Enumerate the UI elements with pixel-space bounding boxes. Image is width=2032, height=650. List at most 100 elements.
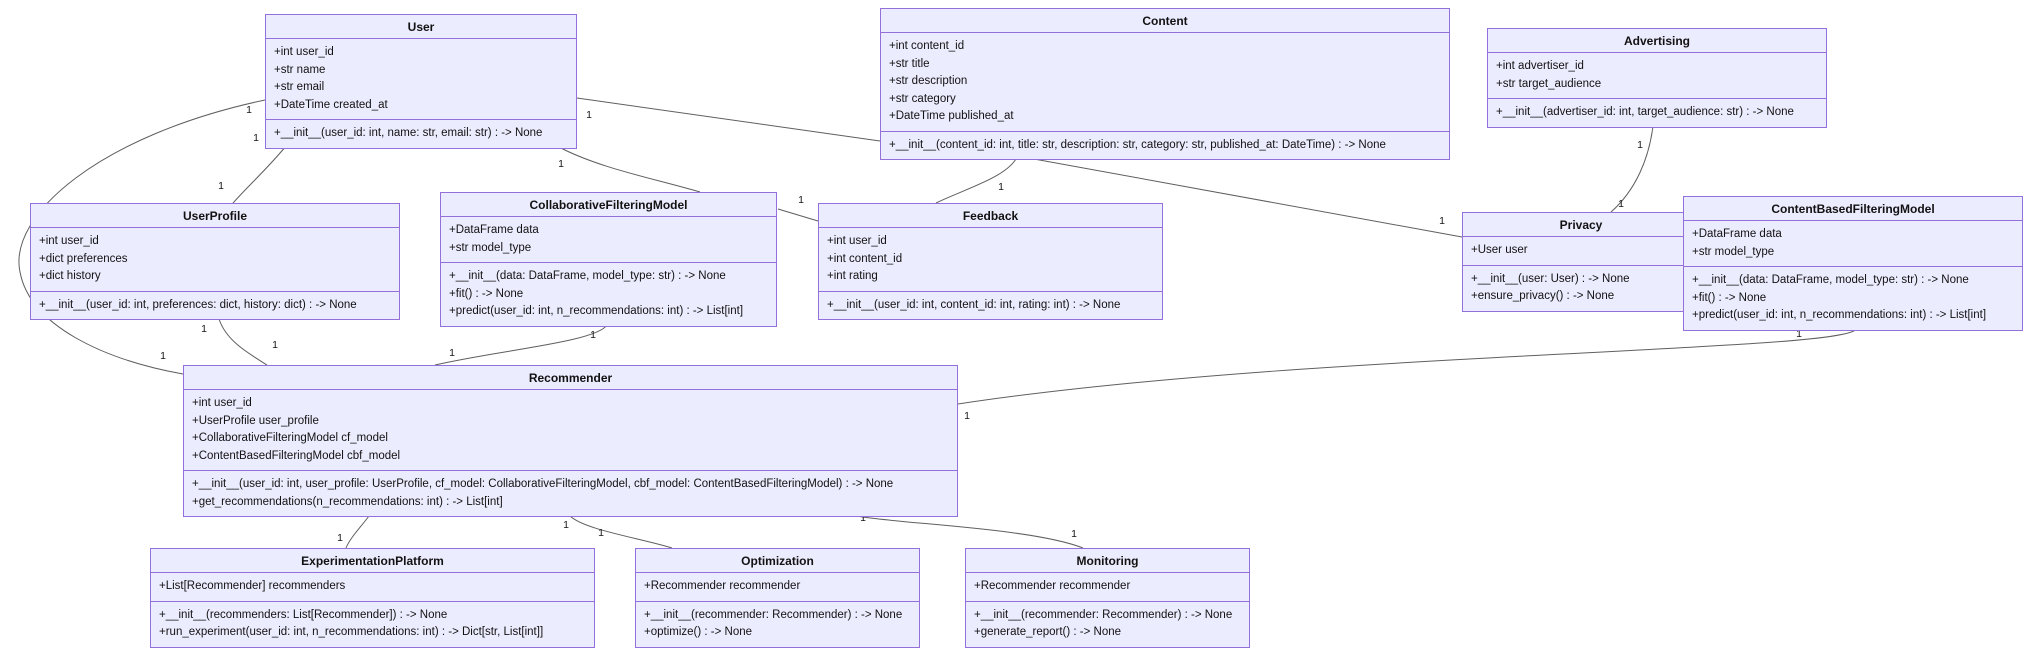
- edge-UserProfile-Recommender: [218, 318, 268, 366]
- edge-Content-Feedback: [935, 158, 1017, 204]
- attributes-section: +Recommender recommender: [966, 573, 1249, 602]
- attribute: +str model_type: [449, 241, 532, 254]
- attribute: +str model_type: [1692, 245, 1775, 258]
- class-title: CollaborativeFilteringModel: [441, 193, 776, 217]
- method: +__init__(advertiser_id: int, target_aud…: [1496, 106, 1794, 118]
- edge-Content-Privacy: [1033, 158, 1463, 238]
- method: +__init__(data: DataFrame, model_type: s…: [1692, 274, 1969, 286]
- class-Monitoring: Monitoring+Recommender recommender +__ini…: [965, 548, 1250, 648]
- edge-User-Content: [576, 97, 881, 142]
- class-title: Advertising: [1488, 29, 1826, 53]
- methods-section: +__init__(content_id: int, title: str, d…: [881, 132, 1449, 160]
- attribute: +str category: [889, 92, 956, 105]
- method: +__init__(recommenders: List[Recommender…: [159, 608, 448, 621]
- edge-User-UserProfile: [232, 145, 287, 204]
- methods-section: +__init__(recommender: Recommender) : ->…: [636, 602, 919, 647]
- method: +__init__(recommender: Recommender) : ->…: [974, 608, 1233, 621]
- method: +__init__(user_id: int, content_id: int,…: [827, 298, 1121, 311]
- class-title: Feedback: [819, 204, 1162, 228]
- class-title: Monitoring: [966, 549, 1249, 573]
- method: +predict(user_id: int, n_recommendations…: [449, 305, 744, 317]
- attribute: +str name: [274, 63, 326, 76]
- attribute: +DataFrame data: [1692, 228, 1782, 240]
- cardinality-label: 1: [1618, 198, 1624, 210]
- attributes-section: +int user_id+int content_id+int rating: [819, 228, 1162, 292]
- attribute: +dict preferences: [39, 252, 128, 265]
- edge-Advertising-Privacy: [1610, 125, 1654, 213]
- attributes-section: +int user_id+str name+str email+DateTime…: [266, 39, 576, 120]
- edge-Recommender-Optimization: [569, 515, 673, 549]
- method: +fit() : -> None: [1692, 291, 1767, 304]
- class-Content: Content+int content_id+str title+str des…: [880, 8, 1450, 160]
- attribute: +int advertiser_id: [1496, 60, 1584, 72]
- class-Advertising: Advertising+int advertiser_id+str target…: [1487, 28, 1827, 128]
- edge-Recommender-ExperimentationPlatform: [345, 515, 370, 549]
- cardinality-label: 1: [964, 410, 970, 422]
- class-Recommender: Recommender+int user_id+UserProfile user…: [183, 365, 958, 517]
- attribute: +int user_id: [274, 46, 334, 58]
- attributes-section: +Recommender recommender: [636, 573, 919, 602]
- cardinality-label: 1: [1071, 528, 1077, 540]
- edge-CollaborativeFilteringModel-Feedback: [777, 208, 819, 222]
- attributes-section: +DataFrame data +str model_type: [441, 217, 776, 263]
- attribute: +str description: [889, 75, 968, 87]
- attribute: +int content_id: [889, 40, 965, 52]
- cardinality-label: 1: [558, 158, 564, 170]
- method: +run_experiment(user_id: int, n_recommen…: [159, 626, 544, 638]
- cardinality-label: 1: [1796, 328, 1802, 340]
- method: +get_recommendations(n_recommendations: …: [192, 495, 503, 508]
- cardinality-label: 1: [337, 532, 343, 544]
- methods-section: +__init__(data: DataFrame, model_type: s…: [441, 263, 776, 326]
- edge-User-CollaborativeFilteringModel: [556, 145, 701, 193]
- methods-section: +__init__(recommenders: List[Recommender…: [151, 602, 594, 647]
- class-UserProfile: UserProfile+int user_id+dict preferences…: [30, 203, 400, 320]
- methods-section: +__init__(recommender: Recommender) : ->…: [966, 602, 1249, 647]
- cardinality-label: 1: [201, 323, 207, 335]
- class-title: ExperimentationPlatform: [151, 549, 594, 573]
- edge-CollaborativeFilteringModel-Recommender: [434, 324, 608, 366]
- methods-section: +__init__(user: User) : -> None +ensure_p…: [1463, 266, 1699, 311]
- attribute: +List[Recommender] recommenders: [159, 580, 346, 592]
- cardinality-label: 1: [563, 519, 569, 531]
- method: +__init__(user_id: int, name: str, email…: [274, 127, 543, 139]
- class-title: ContentBasedFilteringModel: [1684, 197, 2022, 221]
- methods-section: +__init__(advertiser_id: int, target_aud…: [1488, 99, 1826, 127]
- attributes-section: +List[Recommender] recommenders: [151, 573, 594, 602]
- cardinality-label: 1: [1439, 215, 1445, 227]
- attribute: +UserProfile user_profile: [192, 414, 319, 427]
- attributes-section: +DataFrame data +str model_type: [1684, 221, 2022, 267]
- attributes-section: +int user_id +UserProfile user_profile +Co…: [184, 390, 957, 471]
- edge-ContentBasedFilteringModel-Recommender: [957, 328, 1857, 405]
- attribute: +dict history: [39, 270, 101, 282]
- class-Optimization: Optimization+Recommender recommender+__i…: [635, 548, 920, 648]
- class-CollaborativeFilteringModel: CollaborativeFilteringModel+DataFrame da…: [440, 192, 777, 327]
- attributes-section: +int advertiser_id+str target_audience: [1488, 53, 1826, 99]
- method: +__init__(user_id: int, user_profile: Us…: [192, 478, 894, 490]
- attribute: +ContentBasedFilteringModel cbf_model: [192, 449, 401, 462]
- edge-Recommender-Monitoring: [855, 515, 1084, 549]
- cardinality-label: 1: [590, 329, 596, 341]
- cardinality-label: 1: [246, 104, 252, 116]
- method: +ensure_privacy() : -> None: [1471, 290, 1615, 302]
- attribute: +int rating: [827, 270, 878, 282]
- attribute: +Recommender recommender: [644, 580, 801, 592]
- method: +generate_report() : -> None: [974, 626, 1122, 638]
- cardinality-label: 1: [449, 347, 455, 359]
- attributes-section: +User user: [1463, 237, 1699, 266]
- method: +predict(user_id: int, n_recommendations…: [1692, 309, 1987, 321]
- method: +__init__(data: DataFrame, model_type: s…: [449, 270, 726, 282]
- method: +__init__(user: User) : -> None: [1471, 272, 1630, 285]
- class-title: Privacy: [1463, 213, 1699, 237]
- method: +__init__(user_id: int, preferences: dic…: [39, 298, 357, 311]
- attribute: +int user_id: [192, 397, 252, 409]
- methods-section: +__init__(user_id: int, name: str, email…: [266, 120, 576, 148]
- class-Feedback: Feedback+int user_id+int content_id+int …: [818, 203, 1163, 320]
- cardinality-label: 1: [1637, 139, 1643, 151]
- cardinality-label: 1: [998, 181, 1004, 193]
- attribute: +int content_id: [827, 252, 903, 265]
- class-Privacy: Privacy+User user+__init__(user: User) :…: [1462, 212, 1700, 312]
- attribute: +DataFrame data: [449, 224, 539, 236]
- method: +__init__(content_id: int, title: str, d…: [889, 138, 1386, 151]
